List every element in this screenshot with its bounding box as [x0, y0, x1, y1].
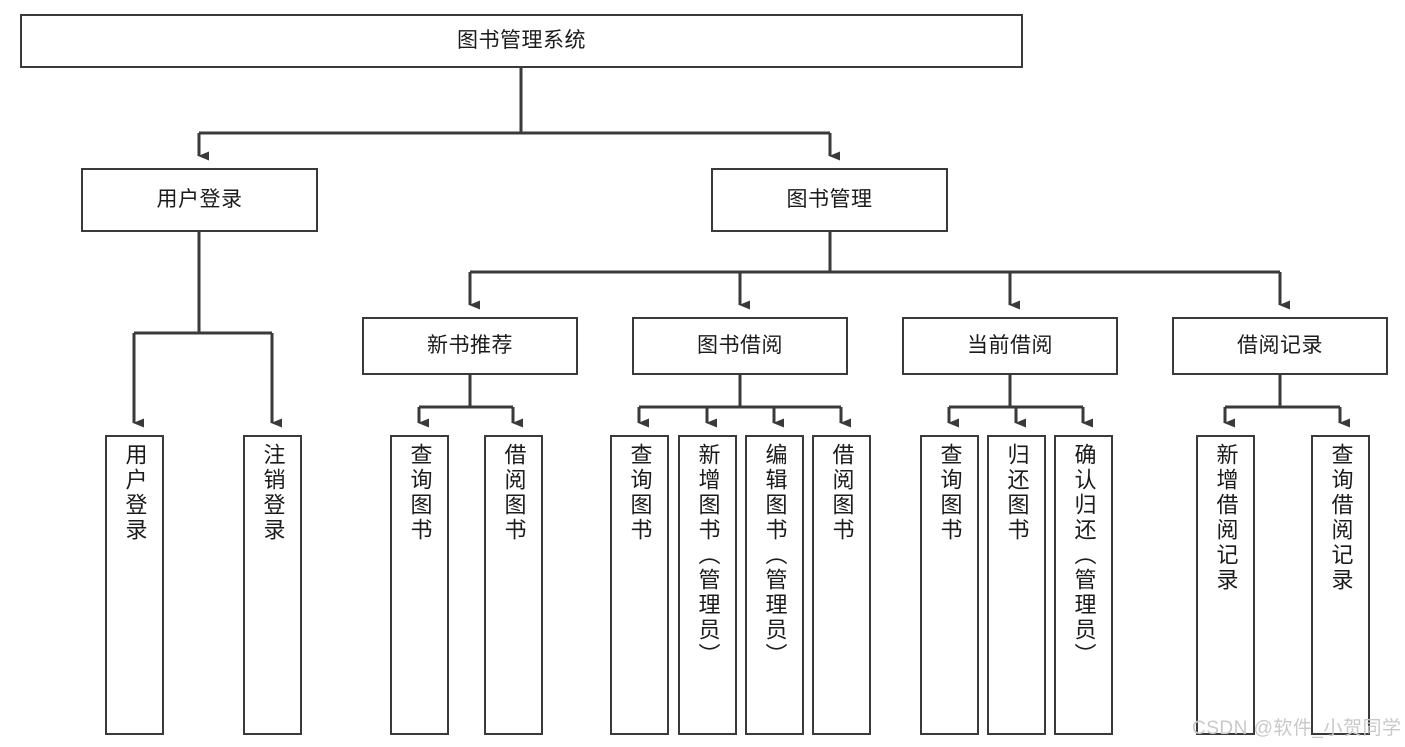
node-leaf-confirm-return-label: 确认归还（管理员） [1071, 443, 1097, 668]
node-leaf-user-login-label: 用户登录 [122, 443, 148, 543]
node-new-book-recommend-label: 新书推荐 [427, 334, 513, 358]
node-leaf-query-book-1[interactable]: 查询图书 [390, 435, 449, 735]
node-leaf-add-record-label: 新增借阅记录 [1213, 443, 1239, 593]
node-leaf-edit-book[interactable]: 编辑图书（管理员） [745, 435, 804, 735]
node-leaf-query-record-label: 查询借阅记录 [1328, 443, 1354, 593]
node-current-borrow-label: 当前借阅 [967, 334, 1053, 358]
node-leaf-borrow-book-2[interactable]: 借阅图书 [812, 435, 871, 735]
node-leaf-user-login[interactable]: 用户登录 [105, 435, 164, 735]
node-leaf-return-book[interactable]: 归还图书 [987, 435, 1046, 735]
node-book-manage-label: 图书管理 [786, 188, 873, 212]
node-book-manage[interactable]: 图书管理 [711, 168, 948, 232]
node-user-login-label: 用户登录 [156, 188, 243, 212]
node-leaf-logout-login-label: 注销登录 [260, 443, 286, 543]
node-root[interactable]: 图书管理系统 [20, 14, 1023, 68]
node-current-borrow[interactable]: 当前借阅 [902, 317, 1118, 375]
node-leaf-query-book-3[interactable]: 查询图书 [920, 435, 979, 735]
node-leaf-add-record[interactable]: 新增借阅记录 [1196, 435, 1255, 735]
node-leaf-add-book-label: 新增图书（管理员） [695, 443, 721, 668]
node-leaf-add-book[interactable]: 新增图书（管理员） [678, 435, 737, 735]
node-leaf-query-record[interactable]: 查询借阅记录 [1311, 435, 1370, 735]
node-leaf-query-book-3-label: 查询图书 [937, 443, 963, 543]
node-leaf-borrow-book-1[interactable]: 借阅图书 [484, 435, 543, 735]
node-borrow-record-label: 借阅记录 [1237, 334, 1323, 358]
node-root-label: 图书管理系统 [457, 29, 586, 53]
node-leaf-edit-book-label: 编辑图书（管理员） [762, 443, 788, 668]
node-leaf-logout-login[interactable]: 注销登录 [243, 435, 302, 735]
node-leaf-confirm-return[interactable]: 确认归还（管理员） [1054, 435, 1113, 735]
node-borrow-record[interactable]: 借阅记录 [1172, 317, 1388, 375]
node-leaf-query-book-2[interactable]: 查询图书 [610, 435, 669, 735]
node-book-borrow-label: 图书借阅 [697, 334, 783, 358]
node-leaf-query-book-2-label: 查询图书 [627, 443, 653, 543]
node-user-login[interactable]: 用户登录 [81, 168, 318, 232]
node-leaf-borrow-book-1-label: 借阅图书 [501, 443, 527, 543]
node-leaf-query-book-1-label: 查询图书 [407, 443, 433, 543]
node-leaf-return-book-label: 归还图书 [1004, 443, 1030, 543]
node-leaf-borrow-book-2-label: 借阅图书 [829, 443, 855, 543]
node-book-borrow[interactable]: 图书借阅 [632, 317, 848, 375]
csdn-watermark: CSDN @软件_小贺同学 [1192, 718, 1402, 739]
node-new-book-recommend[interactable]: 新书推荐 [362, 317, 578, 375]
